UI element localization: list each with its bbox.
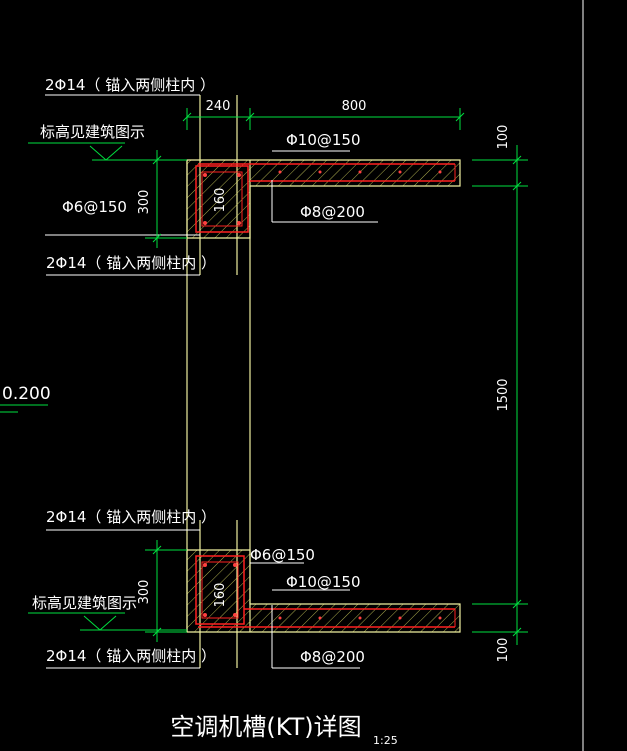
dim-300-bottom-label: 300 <box>137 580 152 605</box>
top-rebar-label-1: 2Φ14（ 锚入两侧柱内 ） <box>45 76 215 94</box>
dim-160-top-label: 160 <box>213 188 228 213</box>
dim-300-top-label: 300 <box>137 190 152 215</box>
dim-100-bottom-label: 100 <box>496 638 511 663</box>
top-rebar-label-2: 2Φ14（ 锚入两侧柱内 ） <box>46 254 216 272</box>
bottom-stirrup-label: Φ6@150 <box>250 546 315 564</box>
elevation-note-top: 标高见建筑图示 <box>40 123 145 141</box>
dim-800-label: 800 <box>342 99 367 114</box>
dim-160-bottom-label: 160 <box>213 583 228 608</box>
leader-lines <box>45 94 378 669</box>
elevation-value: 0.200 <box>2 384 51 404</box>
dim-240-label: 240 <box>206 99 231 114</box>
drawing-title: 空调机槽(KT)详图 <box>170 713 361 741</box>
slab-bottom-main-rebar: Φ10@150 <box>286 573 361 591</box>
slab-top-main-rebar: Φ10@150 <box>286 131 361 149</box>
slab-top-dist-rebar: Φ8@200 <box>300 203 365 221</box>
drawing-scale: 1:25 <box>373 734 398 747</box>
dim-1500-label: 1500 <box>496 378 511 411</box>
elevation-note-bottom: 标高见建筑图示 <box>32 594 137 612</box>
bottom-rebar-label-1: 2Φ14（ 锚入两侧柱内 ） <box>46 508 216 526</box>
top-stirrup-label: Φ6@150 <box>62 198 127 216</box>
dim-100-top-label: 100 <box>496 125 511 150</box>
dimension-lines <box>0 108 528 645</box>
slab-bottom-dist-rebar: Φ8@200 <box>300 648 365 666</box>
bottom-rebar-label-2: 2Φ14（ 锚入两侧柱内 ） <box>46 647 216 665</box>
